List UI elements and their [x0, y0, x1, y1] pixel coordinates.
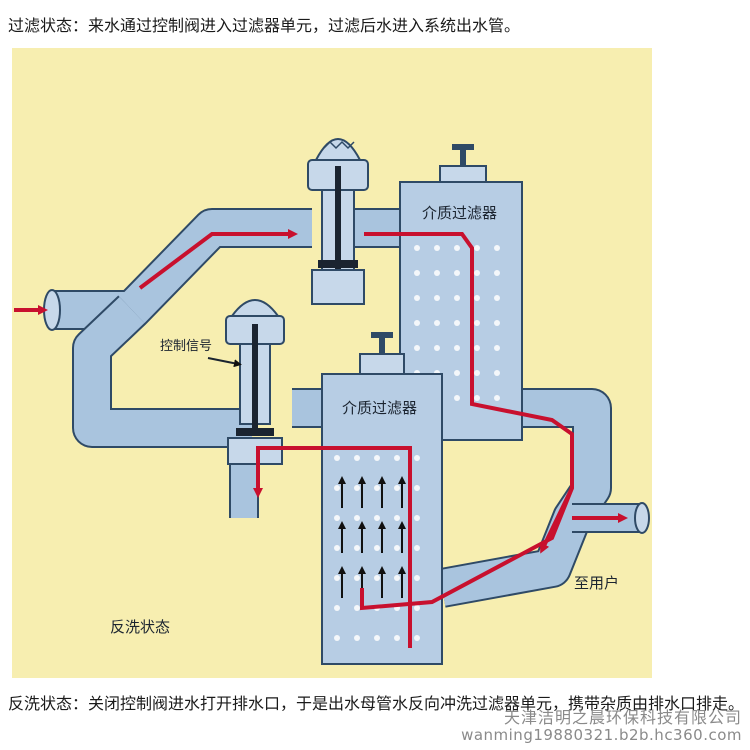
control-signal-arrow [207, 357, 242, 368]
backwash-flow-path [253, 446, 412, 648]
watermark-company: 天津洁明之晨环保科技有限公司 [503, 708, 742, 727]
to-user-label: 至用户 [574, 574, 619, 592]
inlet-cap [43, 289, 61, 331]
control-signal-label: 控制信号 [160, 339, 212, 354]
bottom-caption: 反洗状态：关闭控制阀进水打开排水口，于是出水母管水反向冲洗过滤器单元，携带杂质由… [8, 694, 745, 713]
inlet-pipe [52, 210, 312, 328]
backwash-state-label: 反洗状态 [110, 618, 170, 636]
backwash-diagram: 介质过滤器 介质过滤器 [12, 48, 652, 678]
control-valve-lower [225, 299, 285, 465]
branch-pipe [74, 296, 252, 446]
return-flow-arrow [540, 487, 574, 554]
filter-lower-label: 介质过滤器 [342, 399, 417, 417]
watermark-url: wanming19880321.b2b.hc360.com [461, 726, 742, 744]
filter-lower: 介质过滤器 [321, 332, 443, 665]
control-valve-upper [307, 138, 369, 305]
top-caption: 过滤状态：来水通过控制阀进入过滤器单元，过滤后水进入系统出水管。 [8, 16, 521, 35]
upper-inflow-arrow [138, 229, 298, 290]
filter-upper-label: 介质过滤器 [422, 204, 497, 222]
user-pipe-cap [634, 502, 650, 534]
